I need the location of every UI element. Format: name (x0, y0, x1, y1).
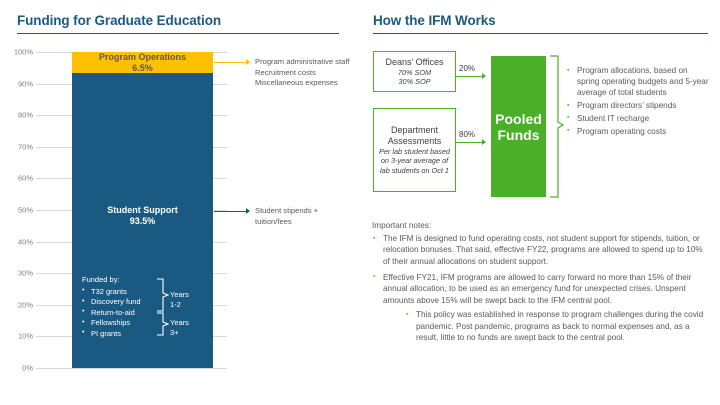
flow-arrow-2-head (482, 138, 486, 145)
output-item: Student IT recharge (567, 112, 712, 124)
left-panel-title-rule (17, 33, 339, 34)
flow-box-department-assessments[interactable]: Department Assessments Per lab student b… (373, 108, 456, 192)
outputs-brace-group (550, 55, 565, 198)
y-tick-70: 70% (17, 142, 33, 152)
y-tick-50: 50% (17, 205, 33, 215)
flow-arrow-2-line (456, 142, 483, 144)
funded-by-list: T32 grants Discovery fund Return-to-aid … (82, 286, 141, 340)
department-assessments-title-1: Department (390, 125, 439, 136)
brace-years-3plus-icon (157, 312, 170, 336)
years-label-3plus: Years 3+ (170, 318, 189, 337)
callout-arrow-operations-line (214, 62, 247, 64)
bar-segment-program-operations[interactable] (72, 52, 213, 73)
pooled-funds-line-1: Pooled (495, 110, 542, 127)
output-item: Program allocations, based on spring ope… (567, 65, 712, 99)
callout-arrow-support-head (246, 207, 250, 214)
y-tick-20: 20% (17, 300, 33, 310)
y-tick-0: 0% (22, 363, 33, 373)
funded-by-item: PI grants (82, 328, 141, 340)
student-support-value: 93.5% (129, 216, 156, 226)
callout-text-operations: Program administrative staff Recruitment… (255, 57, 350, 87)
y-tick-10: 10% (17, 331, 33, 341)
flow-percent-department: 80% (459, 130, 476, 139)
left-panel: Funding for Graduate Education 100% 90% … (0, 0, 360, 405)
callout-text-support: Student stipends + tuition/fees (255, 206, 319, 226)
important-notes-heading: Important notes: (372, 221, 432, 230)
right-panel-title-rule (373, 33, 708, 34)
department-assessments-title-2: Assessments (387, 136, 442, 147)
note-item-text: Effective FY21, IFM programs are allowed… (383, 272, 692, 305)
note-subitems-list: This policy was established in response … (383, 309, 710, 343)
y-tick-100: 100% (13, 47, 33, 57)
flow-arrow-1-head (482, 72, 486, 79)
pooled-funds-line-2: Funds (497, 126, 540, 143)
output-item: Program directors’ stipends (567, 100, 712, 111)
student-support-label: Student Support (107, 205, 178, 215)
note-item: Effective FY21, IFM programs are allowed… (372, 271, 710, 344)
funded-by-item: Return-to-aid (82, 307, 141, 319)
important-notes-list: The IFM is designed to fund operating co… (372, 232, 710, 344)
left-panel-title: Funding for Graduate Education (17, 13, 221, 28)
flow-arrow-1-line (456, 76, 483, 78)
flow-box-deans-offices[interactable]: Deans’ Offices 70% SOM 30% SOP (373, 51, 456, 92)
years-brace-group (157, 278, 170, 336)
funded-by-item: Fellowships (82, 318, 141, 329)
callout-arrow-support-line (214, 211, 247, 213)
department-assessments-sub: Per lab student based on 3-year average … (379, 147, 450, 175)
deans-offices-sub-2: 30% SOP (398, 77, 431, 86)
note-subitem: This policy was established in response … (405, 309, 710, 343)
deans-offices-title: Deans’ Offices (385, 56, 444, 67)
outputs-list: Program allocations, based on spring ope… (567, 65, 712, 138)
note-item: The IFM is designed to fund operating co… (372, 232, 710, 267)
right-panel-title: How the IFM Works (373, 13, 496, 28)
funded-by-item: T32 grants (82, 286, 141, 298)
callout-arrow-operations-head (246, 58, 250, 65)
program-operations-value: 6.5% (132, 63, 153, 73)
brace-years-1-2-icon (157, 278, 170, 312)
important-notes-block: Important notes: The IFM is designed to … (372, 221, 710, 348)
brace-outputs-icon (550, 55, 565, 198)
program-operations-label: Program Operations (98, 52, 187, 62)
years-label-1-2: Years 1-2 (170, 290, 189, 309)
y-tick-60: 60% (17, 173, 33, 183)
deans-offices-sub-1: 70% SOM (397, 67, 432, 77)
funded-by-item: Discovery fund (82, 297, 141, 308)
y-tick-40: 40% (17, 237, 33, 247)
gridline-0 (36, 368, 227, 369)
funded-by-heading: Funded by: (82, 275, 120, 284)
note-item-text: The IFM is designed to fund operating co… (383, 234, 703, 266)
y-tick-30: 30% (17, 268, 33, 278)
y-tick-80: 80% (17, 110, 33, 120)
output-item: Program operating costs (567, 125, 712, 137)
funded-by-block: Funded by: T32 grants Discovery fund Ret… (82, 275, 141, 340)
flow-percent-deans: 20% (459, 64, 476, 73)
y-tick-90: 90% (17, 79, 33, 89)
right-panel: How the IFM Works Deans’ Offices 70% SOM… (360, 0, 720, 405)
